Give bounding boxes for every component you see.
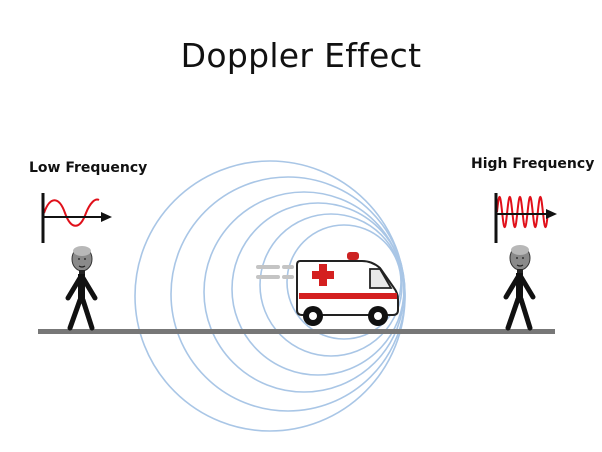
high-frequency-x-arrow-icon (546, 209, 557, 219)
red-cross-icon (312, 264, 334, 286)
left-listener-neck (79, 270, 85, 275)
high-frequency-sine-wave (496, 195, 549, 229)
low-frequency-sine-wave (43, 198, 100, 227)
left-listener-face (78, 258, 86, 268)
right-listener-hair (511, 245, 529, 255)
wave-circle-2 (170, 176, 406, 412)
left-listener-figure-icon (65, 246, 98, 331)
right-listener-arms (503, 274, 536, 300)
motion-lines-icon (256, 265, 294, 279)
low-frequency-x-arrow-icon (101, 212, 112, 222)
low-frequency-graph (41, 193, 112, 243)
siren-light-icon (347, 252, 359, 260)
ground-line (38, 329, 555, 334)
high-frequency-label: High Frequency (471, 156, 595, 172)
sound-wave-circles (134, 160, 406, 432)
ambulance-icon (296, 252, 399, 326)
ambulance-stripe (299, 293, 397, 299)
left-listener-legs (67, 297, 95, 331)
ambulance-wheels (303, 306, 388, 326)
right-listener-legs (505, 296, 533, 331)
right-listener-face (516, 257, 524, 267)
ambulance-window (369, 268, 393, 289)
page-title: Doppler Effect (180, 36, 422, 75)
high-frequency-graph (494, 193, 557, 243)
wave-circle-5 (259, 213, 403, 357)
wave-circle-4 (231, 202, 405, 376)
left-listener-torso (78, 274, 85, 302)
right-listener-neck (517, 269, 523, 274)
right-listener-figure-icon (503, 245, 536, 331)
wave-circle-6 (286, 224, 402, 340)
low-frequency-label: Low Frequency (29, 160, 148, 176)
left-listener-hair (73, 246, 91, 256)
right-listener-torso (516, 273, 523, 301)
left-listener-arms (65, 275, 98, 301)
